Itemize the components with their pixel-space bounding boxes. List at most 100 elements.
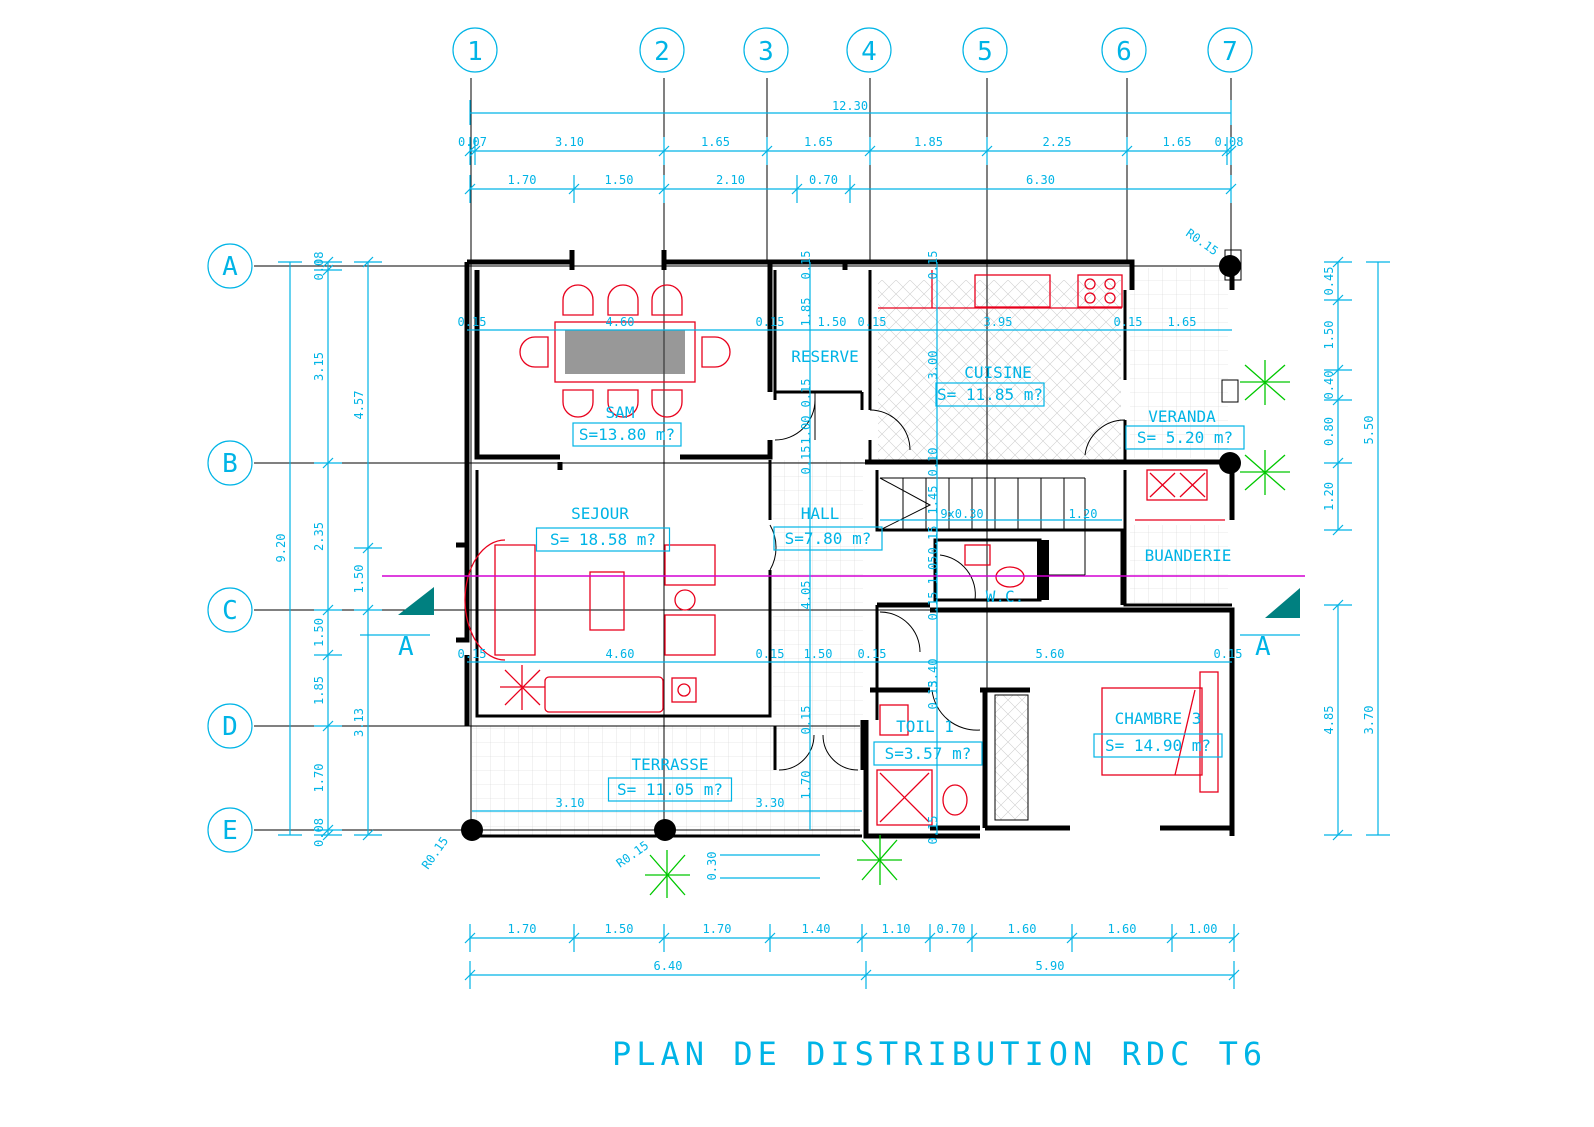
hall-main-door [778, 734, 859, 771]
sanitary-fixtures [876, 544, 1025, 826]
dim-top_dims-row2-1: 1.50 [605, 173, 634, 187]
armchair-1 [664, 544, 716, 586]
plant-sejour [500, 665, 545, 710]
dim-top_dims-row1-5: 2.25 [1043, 135, 1072, 149]
dim-wc_h: 1.05 [926, 556, 940, 585]
sofa-left [464, 539, 536, 661]
area-box-chambre [1093, 733, 1223, 758]
grid-label-B: B [222, 449, 238, 479]
dim-sam_wall_r: 0.15 [756, 315, 785, 329]
room-name-toil: TOIL 1 [896, 717, 954, 736]
grid-label-7: 7 [1222, 37, 1238, 67]
wc-basin [964, 544, 991, 566]
dim-left-overall: 9.20 [274, 534, 288, 563]
dim-top_dims-row1-6: 1.65 [1163, 135, 1192, 149]
room-name-veranda: VERANDA [1148, 407, 1216, 426]
grid-label-D: D [222, 712, 238, 742]
dim-reserve_h: 1.85 [799, 298, 813, 327]
dim-wc_c: 0.15 [926, 592, 940, 621]
bed [1101, 687, 1203, 776]
headboard [1199, 671, 1219, 793]
room-name-cuisine: CUISINE [964, 363, 1031, 382]
dim-top_dims-row2-2: 2.10 [716, 173, 745, 187]
grid-bubble-E [207, 807, 253, 853]
dim-right-col2-b: 3.70 [1362, 706, 1376, 735]
dim-top-overall: 12.30 [832, 99, 868, 113]
grid-label-C: C [222, 596, 238, 626]
laundry-sink [1146, 469, 1208, 501]
grid-label-4: 4 [861, 37, 877, 67]
dim-toil_top: 0.15 [926, 681, 940, 710]
dim-wc_w: 1.45 [926, 486, 940, 515]
area-box-toil [873, 741, 983, 766]
bedroom-furniture [994, 671, 1219, 821]
dim-left_dims-col1-0: 0.08 [312, 252, 326, 281]
dim-bottom_dims-row2-0: 6.40 [654, 959, 683, 973]
dim-hall_top_v: 1.00 [799, 416, 813, 445]
dim-right_dims-col2-0: 4.85 [1322, 706, 1336, 735]
grid-bubble-3 [743, 27, 789, 73]
room-area-cuisine: S= 11.85 m? [937, 385, 1043, 404]
toilet-wc [942, 784, 968, 816]
toilet-basin [879, 704, 909, 736]
dim-terrasse_w1: 3.10 [556, 796, 585, 810]
toilet-door [931, 689, 981, 731]
wc-duct [1037, 540, 1049, 600]
dim-kitchen_w: 3.95 [984, 315, 1013, 329]
dim-left_dims-col2-1: 1.50 [352, 565, 366, 594]
dim-left_dims-col1-4: 1.85 [312, 676, 326, 705]
wardrobe [994, 694, 1029, 821]
living-set [464, 539, 716, 713]
room-area-chambre: S= 14.90 m? [1105, 736, 1211, 755]
dim-kitchen_wall_r: 0.15 [1114, 315, 1143, 329]
room-area-terrasse: S= 11.05 m? [617, 780, 723, 799]
north-wall [467, 250, 1135, 392]
dim-right_dims-col1-3: 0.80 [1322, 417, 1336, 446]
counter-edge [878, 270, 1122, 309]
grid-bubble-2 [639, 27, 685, 73]
dim-kitchen_wall_l: 0.15 [858, 315, 887, 329]
floor-finishes [472, 268, 1228, 836]
plants [645, 360, 1290, 898]
dim-right-overall: 5.50 [1362, 416, 1376, 445]
radius-label-sw: R0.15 [419, 834, 451, 872]
kitchen-fixtures [878, 270, 1123, 309]
laundry-floor [1130, 525, 1228, 603]
section-line [360, 575, 1305, 636]
dim-bottom_dims-row1-3: 1.40 [802, 922, 831, 936]
dim-sejour_wall_r: 0.15 [756, 647, 785, 661]
grid-bubble-4 [846, 27, 892, 73]
area-box-terrasse [607, 777, 733, 802]
dim-left_dims-col2-0: 4.57 [352, 391, 366, 420]
room-area-toil: S=3.57 m? [885, 744, 972, 763]
grid-label-6: 6 [1116, 37, 1132, 67]
room-name-wc: W.C. [986, 587, 1025, 606]
hall-floor [773, 460, 863, 730]
sofa-bottom [544, 676, 664, 713]
columns [461, 249, 1242, 841]
room-area-veranda: S= 5.20 m? [1137, 428, 1233, 447]
dim-bottom_dims-row1-8: 1.00 [1189, 922, 1218, 936]
sink-counter [974, 274, 1051, 308]
hall-south [773, 720, 864, 770]
reserve-door [774, 392, 816, 441]
structural-grid [254, 78, 1232, 831]
dim-left_dims-col2-2: 3.13 [352, 708, 366, 737]
dim-sejour_w: 4.60 [606, 647, 635, 661]
grid-bubble-C [207, 587, 253, 633]
laundry-walls [1123, 470, 1232, 607]
dim-chambre_w: 5.60 [1036, 647, 1065, 661]
dim-right_dims-col1-2: 0.40 [1322, 371, 1336, 400]
staircase [879, 477, 1086, 576]
dim-sam_wall_l: 0.15 [458, 315, 487, 329]
dim-hall_bottom: 1.70 [799, 771, 813, 800]
laundry-fixtures [1135, 469, 1225, 521]
grid-bubble-1 [452, 27, 498, 73]
room-name-sejour: SEJOUR [571, 504, 629, 523]
grid-label-2: 2 [654, 37, 670, 67]
dim-stair_w: 9x0.30 [940, 507, 983, 521]
radius-label-s: R0.15 [614, 838, 652, 870]
